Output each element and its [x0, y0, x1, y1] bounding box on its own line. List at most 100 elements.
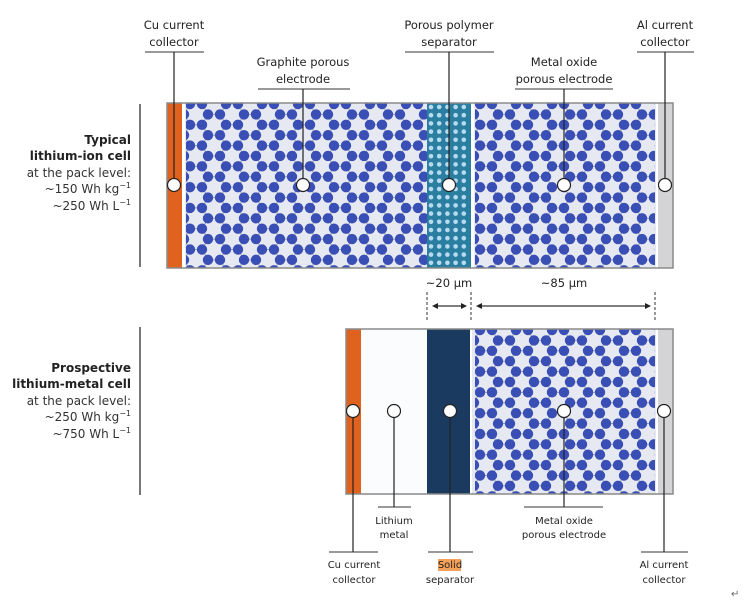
lattice-particle — [238, 233, 250, 245]
lattice-particle — [233, 265, 243, 268]
lattice-particle — [576, 439, 588, 450]
lattice-particle — [618, 161, 630, 172]
lattice-particle — [492, 376, 504, 388]
lattice-bond — [672, 309, 678, 319]
lattice-particle — [376, 161, 388, 172]
lattice-particle — [547, 265, 557, 268]
lattice-particle — [457, 501, 467, 511]
lattice-particle — [540, 150, 552, 162]
lattice-bond — [636, 309, 642, 319]
lattice-particle — [594, 244, 606, 255]
lattice-particle — [311, 275, 321, 285]
lattice-particle — [673, 151, 683, 161]
lattice-particle — [648, 335, 655, 346]
lattice-particle — [412, 223, 424, 234]
svg-text:porous electrode: porous electrode — [516, 72, 613, 86]
lattice-particle — [364, 223, 376, 234]
lattice-particle — [196, 244, 208, 255]
lattice-bond — [346, 83, 352, 93]
lattice-particle — [510, 366, 522, 377]
separator-pores — [428, 104, 467, 266]
lattice-particle — [522, 161, 534, 172]
lattice-particle — [232, 202, 244, 214]
lattice-particle — [286, 233, 298, 245]
lattice-particle — [203, 88, 213, 98]
lattice-particle — [630, 387, 642, 398]
lattice-particle — [394, 213, 406, 224]
lattice-particle — [673, 192, 683, 202]
lattice-particle — [558, 366, 570, 377]
lattice-bond — [564, 496, 570, 506]
lattice-particle — [214, 171, 226, 182]
lattice-particle — [149, 161, 159, 171]
lattice-particle — [202, 171, 214, 182]
lattice-particle — [412, 103, 424, 110]
lattice-particle — [239, 88, 249, 98]
lattice-particle — [649, 501, 659, 511]
lattice-particle — [685, 151, 695, 161]
separator-pore — [461, 252, 467, 257]
lattice-particle — [257, 78, 267, 88]
lattice-particle — [673, 481, 683, 491]
lattice-particle — [412, 119, 424, 130]
lattice-particle — [475, 335, 480, 346]
separator-pore — [436, 252, 442, 257]
lattice-particle — [564, 459, 576, 471]
separator-pore — [436, 129, 442, 134]
lattice-particle — [636, 376, 648, 388]
lattice-particle — [582, 244, 594, 255]
lattice-particle — [238, 129, 250, 141]
lattice-particle — [655, 304, 665, 314]
svg-text:Lithium: Lithium — [375, 516, 412, 527]
lattice-particle — [522, 181, 534, 193]
lattice-particle — [256, 103, 268, 110]
lattice-particle — [449, 78, 459, 88]
lattice-particle — [412, 161, 424, 172]
lattice-particle — [364, 181, 376, 193]
lattice-particle — [612, 129, 624, 141]
bottom-volumetric: ~750 Wh L−1 — [52, 426, 131, 441]
lattice-particle — [649, 275, 659, 285]
lattice-particle — [486, 244, 498, 255]
lattice-particle — [576, 213, 588, 224]
lattice-particle — [257, 265, 267, 268]
lattice-particle — [582, 181, 594, 193]
lattice-particle — [600, 459, 612, 471]
lattice-bond — [274, 270, 280, 280]
lattice-particle — [547, 491, 557, 494]
separator-pore — [428, 145, 434, 151]
lattice-particle — [475, 181, 486, 193]
lattice-particle — [186, 192, 190, 203]
separator-pore — [445, 260, 450, 266]
label-bottom-cu-collector: Cu current collector — [328, 403, 380, 586]
lattice-particle — [475, 366, 486, 377]
lattice-particle — [540, 355, 552, 367]
lattice-particle — [377, 265, 387, 268]
separator-pore — [436, 137, 442, 143]
lattice-particle — [475, 265, 485, 268]
lattice-particle — [510, 345, 522, 356]
lattice-particle — [250, 233, 262, 245]
lattice-particle — [654, 349, 655, 353]
lattice-particle — [310, 213, 322, 224]
lattice-particle — [546, 140, 558, 151]
top-volumetric: ~250 Wh L−1 — [52, 198, 131, 213]
lattice-particle — [475, 202, 486, 214]
top-heading-line2: lithium-ion cell — [30, 149, 131, 163]
lattice-particle — [618, 140, 630, 151]
lattice-bond — [636, 496, 642, 506]
lattice-particle — [673, 213, 683, 223]
lattice-particle — [685, 481, 695, 491]
lattice-particle — [486, 387, 498, 398]
lattice-particle — [486, 140, 498, 151]
lattice-particle — [528, 254, 540, 266]
lattice-particle — [673, 234, 683, 244]
lattice-particle — [504, 376, 516, 388]
lattice-particle — [323, 275, 333, 285]
separator-pore — [428, 194, 434, 200]
separator-pore — [436, 194, 442, 200]
separator-pore — [445, 235, 450, 241]
lattice-particle — [529, 275, 539, 285]
lattice-particle — [564, 150, 576, 162]
lattice-bond — [492, 83, 498, 93]
